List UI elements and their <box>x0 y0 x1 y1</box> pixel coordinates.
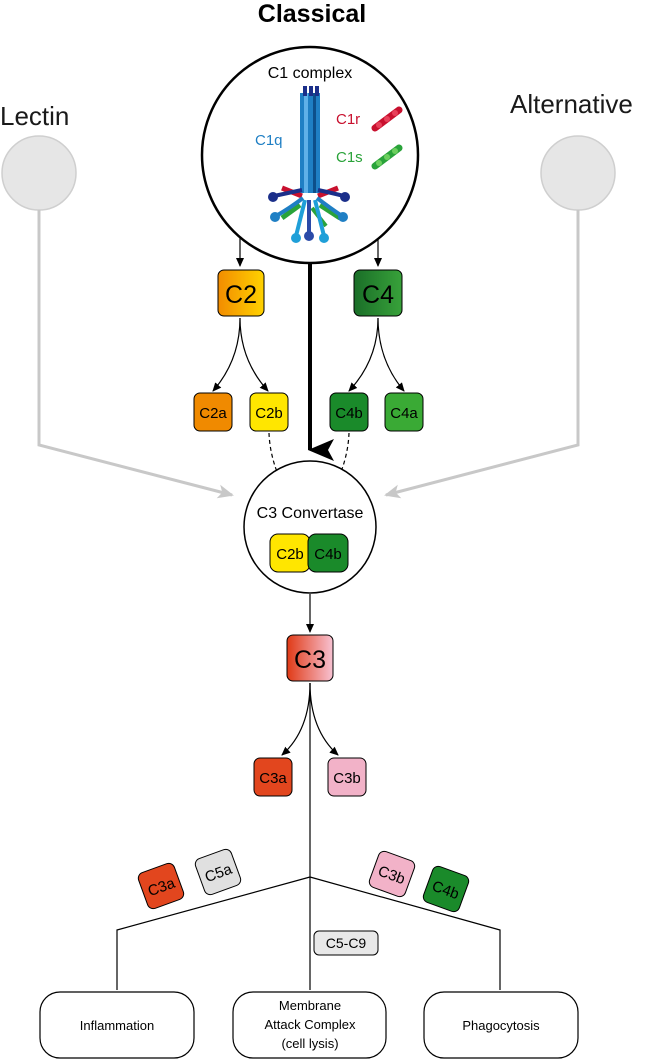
arrow-c2-to-c2a <box>212 317 241 392</box>
right-branch <box>309 876 501 990</box>
c1r-label: C1r <box>336 111 360 128</box>
lectin-circle <box>1 135 77 211</box>
branch-c4b-box: C4b <box>422 865 470 913</box>
branch-c5a-box: C5a <box>194 848 242 896</box>
convertase-c2b-box: C2b <box>269 533 311 573</box>
c3b-label: C3b <box>333 770 361 787</box>
arrow-c3-to-c3b <box>309 682 339 756</box>
c3b-box: C3b <box>327 757 367 797</box>
classical-title: Classical <box>258 0 366 28</box>
c1q-label: C1q <box>255 132 283 149</box>
convertase-c4b-box: C4b <box>307 533 349 573</box>
phagocytosis-label: Phagocytosis <box>462 1018 540 1033</box>
c1-molecule-icon <box>268 86 350 243</box>
mac-box: Membrane Attack Complex (cell lysis) <box>232 991 387 1059</box>
branch-c3b-box: C3b <box>368 850 416 898</box>
lectin-arrow <box>37 210 234 499</box>
c4b-label: C4b <box>335 405 363 422</box>
convertase-c4b-label: C4b <box>314 546 342 563</box>
c1-complex-label: C1 complex <box>268 65 352 82</box>
c5-c9-label: C5-C9 <box>326 935 367 951</box>
convertase-c2b-label: C2b <box>276 546 304 563</box>
c1r-legend-icon <box>371 106 403 132</box>
alternative-arrow <box>384 210 580 499</box>
inflammation-box: Inflammation <box>39 991 195 1059</box>
c4b-box: C4b <box>329 392 369 432</box>
c3a-box: C3a <box>253 757 293 797</box>
mac-label-line1: Membrane <box>279 998 341 1013</box>
alternative-circle <box>540 135 616 211</box>
c2-box: C2 <box>217 269 265 317</box>
c4a-label: C4a <box>390 405 418 422</box>
left-branch <box>116 876 311 990</box>
phagocytosis-box: Phagocytosis <box>423 991 579 1059</box>
c2-label: C2 <box>225 281 257 309</box>
c1s-legend-icon <box>371 144 403 170</box>
c4-box: C4 <box>353 269 403 317</box>
c5-c9-box: C5-C9 <box>313 930 379 956</box>
c3-label: C3 <box>294 646 326 674</box>
c1s-label: C1s <box>336 149 363 166</box>
c4a-box: C4a <box>384 392 424 432</box>
c3a-label: C3a <box>259 770 287 787</box>
arrow-c3-to-c3a <box>281 682 311 756</box>
c3-convertase-label: C3 Convertase <box>257 505 364 522</box>
c2b-label: C2b <box>255 405 283 422</box>
arrow-c4-to-c4b <box>348 317 379 392</box>
mac-label-line3: (cell lysis) <box>281 1036 338 1051</box>
arrow-c4-to-c4a <box>377 317 405 392</box>
mac-label-line2: Attack Complex <box>264 1017 356 1032</box>
c4-label: C4 <box>362 281 394 309</box>
branch-c3a-box: C3a <box>137 862 185 910</box>
c2b-box: C2b <box>249 392 289 432</box>
c2a-label: C2a <box>199 405 227 422</box>
arrow-c2-to-c2b <box>239 317 269 392</box>
lectin-title: Lectin <box>0 101 69 131</box>
alternative-title: Alternative <box>510 89 633 119</box>
c3-convertase-circle <box>243 460 377 594</box>
c2a-box: C2a <box>193 392 233 432</box>
inflammation-label: Inflammation <box>80 1018 154 1033</box>
c3-box: C3 <box>286 634 334 682</box>
